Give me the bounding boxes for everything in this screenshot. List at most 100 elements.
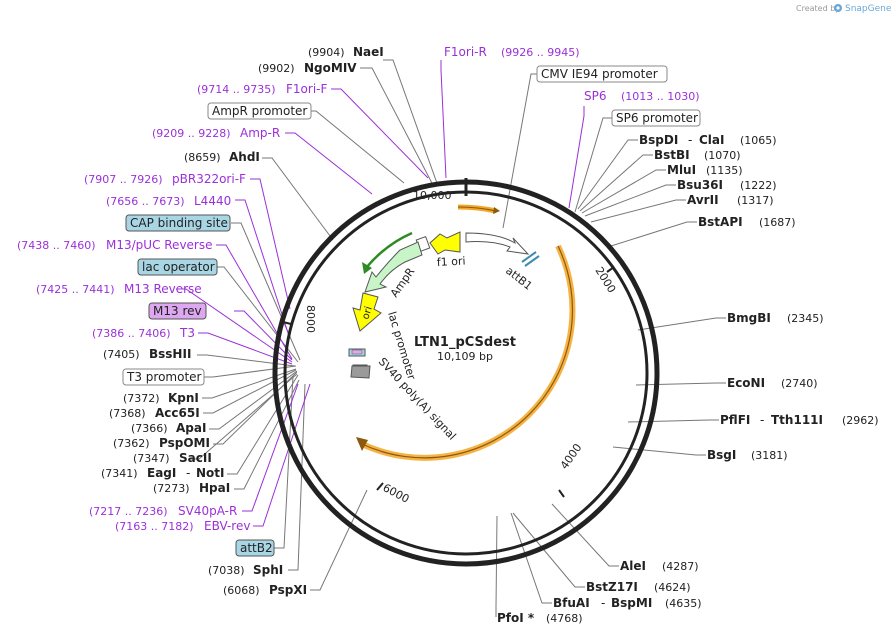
leader-sphi — [288, 383, 306, 571]
scale-ticks — [282, 266, 615, 498]
box-attb2: attB2 — [240, 541, 273, 555]
ampr-arrow — [362, 231, 423, 293]
svg-text:ClaI: ClaI — [699, 133, 724, 147]
svg-text:NaeI: NaeI — [353, 45, 384, 59]
svg-text:(1065): (1065) — [740, 134, 777, 147]
svg-text:(7341): (7341) — [101, 467, 138, 480]
svg-text:F1ori-R: F1ori-R — [444, 45, 487, 59]
box-sp6-promoter: SP6 promoter — [616, 111, 698, 125]
boxed-labels: CMV IE94 promoter SP6 promoter AmpR prom… — [122, 65, 701, 557]
svg-text:KpnI: KpnI — [168, 391, 199, 405]
svg-text:-: - — [760, 413, 764, 427]
svg-text:(7038): (7038) — [208, 564, 245, 577]
svg-text:(4287): (4287) — [662, 560, 699, 573]
label-f1-ori: f1 ori — [436, 255, 465, 269]
primer-labels: F1ori-R (9926 .. 9945) (9714 .. 9735) F1… — [17, 45, 700, 533]
svg-text:(7273): (7273) — [153, 482, 190, 495]
svg-text:(7163 .. 7182): (7163 .. 7182) — [115, 520, 194, 533]
svg-text:(4635): (4635) — [665, 597, 702, 610]
svg-text:(2345): (2345) — [787, 312, 824, 325]
tick-8000: 8000 — [304, 305, 317, 333]
svg-text:BstBI: BstBI — [654, 148, 690, 162]
svg-text:BspDI: BspDI — [639, 133, 678, 147]
svg-text:SphI: SphI — [253, 563, 283, 577]
box-cmv: CMV IE94 promoter — [541, 67, 658, 81]
box-t3-promoter: T3 promoter — [126, 370, 202, 384]
tick-6000: 6000 — [381, 481, 412, 506]
svg-text:Tth111I: Tth111I — [771, 413, 823, 427]
tick-4000: 4000 — [558, 441, 585, 471]
svg-text:BssHII: BssHII — [149, 347, 191, 361]
svg-text:(9926 .. 9945): (9926 .. 9945) — [501, 46, 580, 59]
plasmid-name: LTN1_pCSdest — [414, 335, 516, 350]
svg-text:F1ori-F: F1ori-F — [286, 82, 327, 96]
svg-text:EcoNI: EcoNI — [727, 376, 765, 390]
svg-text:(7386 .. 7406): (7386 .. 7406) — [92, 327, 171, 340]
enzyme-labels-left: (9904) NaeI (9902) NgoMIV (8659) AhdI (7… — [101, 45, 384, 597]
svg-text:(6068): (6068) — [223, 584, 260, 597]
box-m13-rev: M13 rev — [153, 304, 202, 318]
box-ampr-promoter: AmpR promoter — [212, 104, 307, 118]
box-lac-operator: lac operator — [142, 260, 215, 274]
svg-text:Acc65I: Acc65I — [155, 406, 200, 420]
svg-text:(8659): (8659) — [184, 151, 221, 164]
svg-text:(9209 .. 9228): (9209 .. 9228) — [152, 127, 231, 140]
svg-text:(7372): (7372) — [123, 392, 160, 405]
svg-text:BstAPI: BstAPI — [698, 215, 743, 229]
f1-ori-arrow — [429, 231, 461, 255]
svg-text:(1070): (1070) — [704, 149, 741, 162]
svg-text:(7656 .. 7673): (7656 .. 7673) — [106, 195, 185, 208]
svg-text:(7425 .. 7441): (7425 .. 7441) — [36, 283, 115, 296]
svg-text:Bsu36I: Bsu36I — [677, 178, 723, 192]
lac-elements — [348, 348, 371, 379]
leader-pspxi — [310, 489, 368, 591]
svg-text:(9902): (9902) — [258, 62, 295, 75]
attb1-feature — [465, 232, 540, 267]
svg-text:EBV-rev: EBV-rev — [204, 519, 250, 533]
svg-text:SV40pA-R: SV40pA-R — [178, 504, 237, 518]
credit-app-name: SnapGene — [845, 4, 892, 14]
svg-text:(7405): (7405) — [103, 348, 140, 361]
svg-text:-: - — [186, 466, 190, 480]
label-sv40-polya: SV40 poly(A) signal — [376, 355, 459, 442]
ori-arrow — [352, 292, 382, 332]
svg-text:(7907 .. 7926): (7907 .. 7926) — [84, 173, 163, 186]
svg-text:(7362): (7362) — [113, 437, 150, 450]
svg-text:-: - — [688, 133, 692, 147]
primer-leaders — [176, 60, 585, 527]
svg-text:(7368): (7368) — [109, 407, 146, 420]
svg-text:BstZ17I: BstZ17I — [586, 580, 638, 594]
label-ori: ori — [360, 305, 374, 321]
svg-text:(1013 .. 1030): (1013 .. 1030) — [621, 90, 700, 103]
svg-text:L4440: L4440 — [194, 194, 231, 208]
svg-text:PspOMI: PspOMI — [159, 436, 210, 450]
enzyme-labels-right: BspDI - ClaI (1065) BstBI (1070) MluI (1… — [497, 133, 879, 625]
leader-ngomiv — [360, 67, 435, 188]
svg-text:pBR322ori-F: pBR322ori-F — [172, 172, 246, 186]
svg-text:PflFI: PflFI — [720, 413, 750, 427]
svg-text:(2740): (2740) — [781, 377, 818, 390]
top-orange-feature — [457, 204, 500, 214]
leader-ahdi — [262, 157, 334, 241]
plasmid-size: 10,109 bp — [437, 350, 493, 363]
label-attb1: attB1 — [503, 264, 535, 293]
svg-text:BsgI: BsgI — [707, 448, 736, 462]
svg-text:AleI: AleI — [620, 559, 646, 573]
svg-text:(7438 .. 7460): (7438 .. 7460) — [17, 239, 96, 252]
svg-text:NotI: NotI — [196, 466, 225, 480]
svg-text:(9904): (9904) — [308, 46, 345, 59]
svg-text:AvrII: AvrII — [687, 193, 719, 207]
svg-text:(1317): (1317) — [737, 194, 774, 207]
leader-naei — [383, 59, 439, 187]
svg-text:SP6: SP6 — [584, 89, 607, 103]
svg-text:BspMI: BspMI — [611, 596, 652, 610]
cmv-orange-arc — [356, 244, 576, 461]
snapgene-logo-icon — [834, 4, 842, 12]
svg-text:(3181): (3181) — [751, 449, 788, 462]
svg-text:(1222): (1222) — [740, 179, 777, 192]
svg-text:(7217 .. 7236): (7217 .. 7236) — [89, 505, 168, 518]
svg-text:(7347): (7347) — [133, 452, 170, 465]
svg-text:MluI: MluI — [667, 163, 696, 177]
svg-text:(4768): (4768) — [546, 612, 583, 625]
